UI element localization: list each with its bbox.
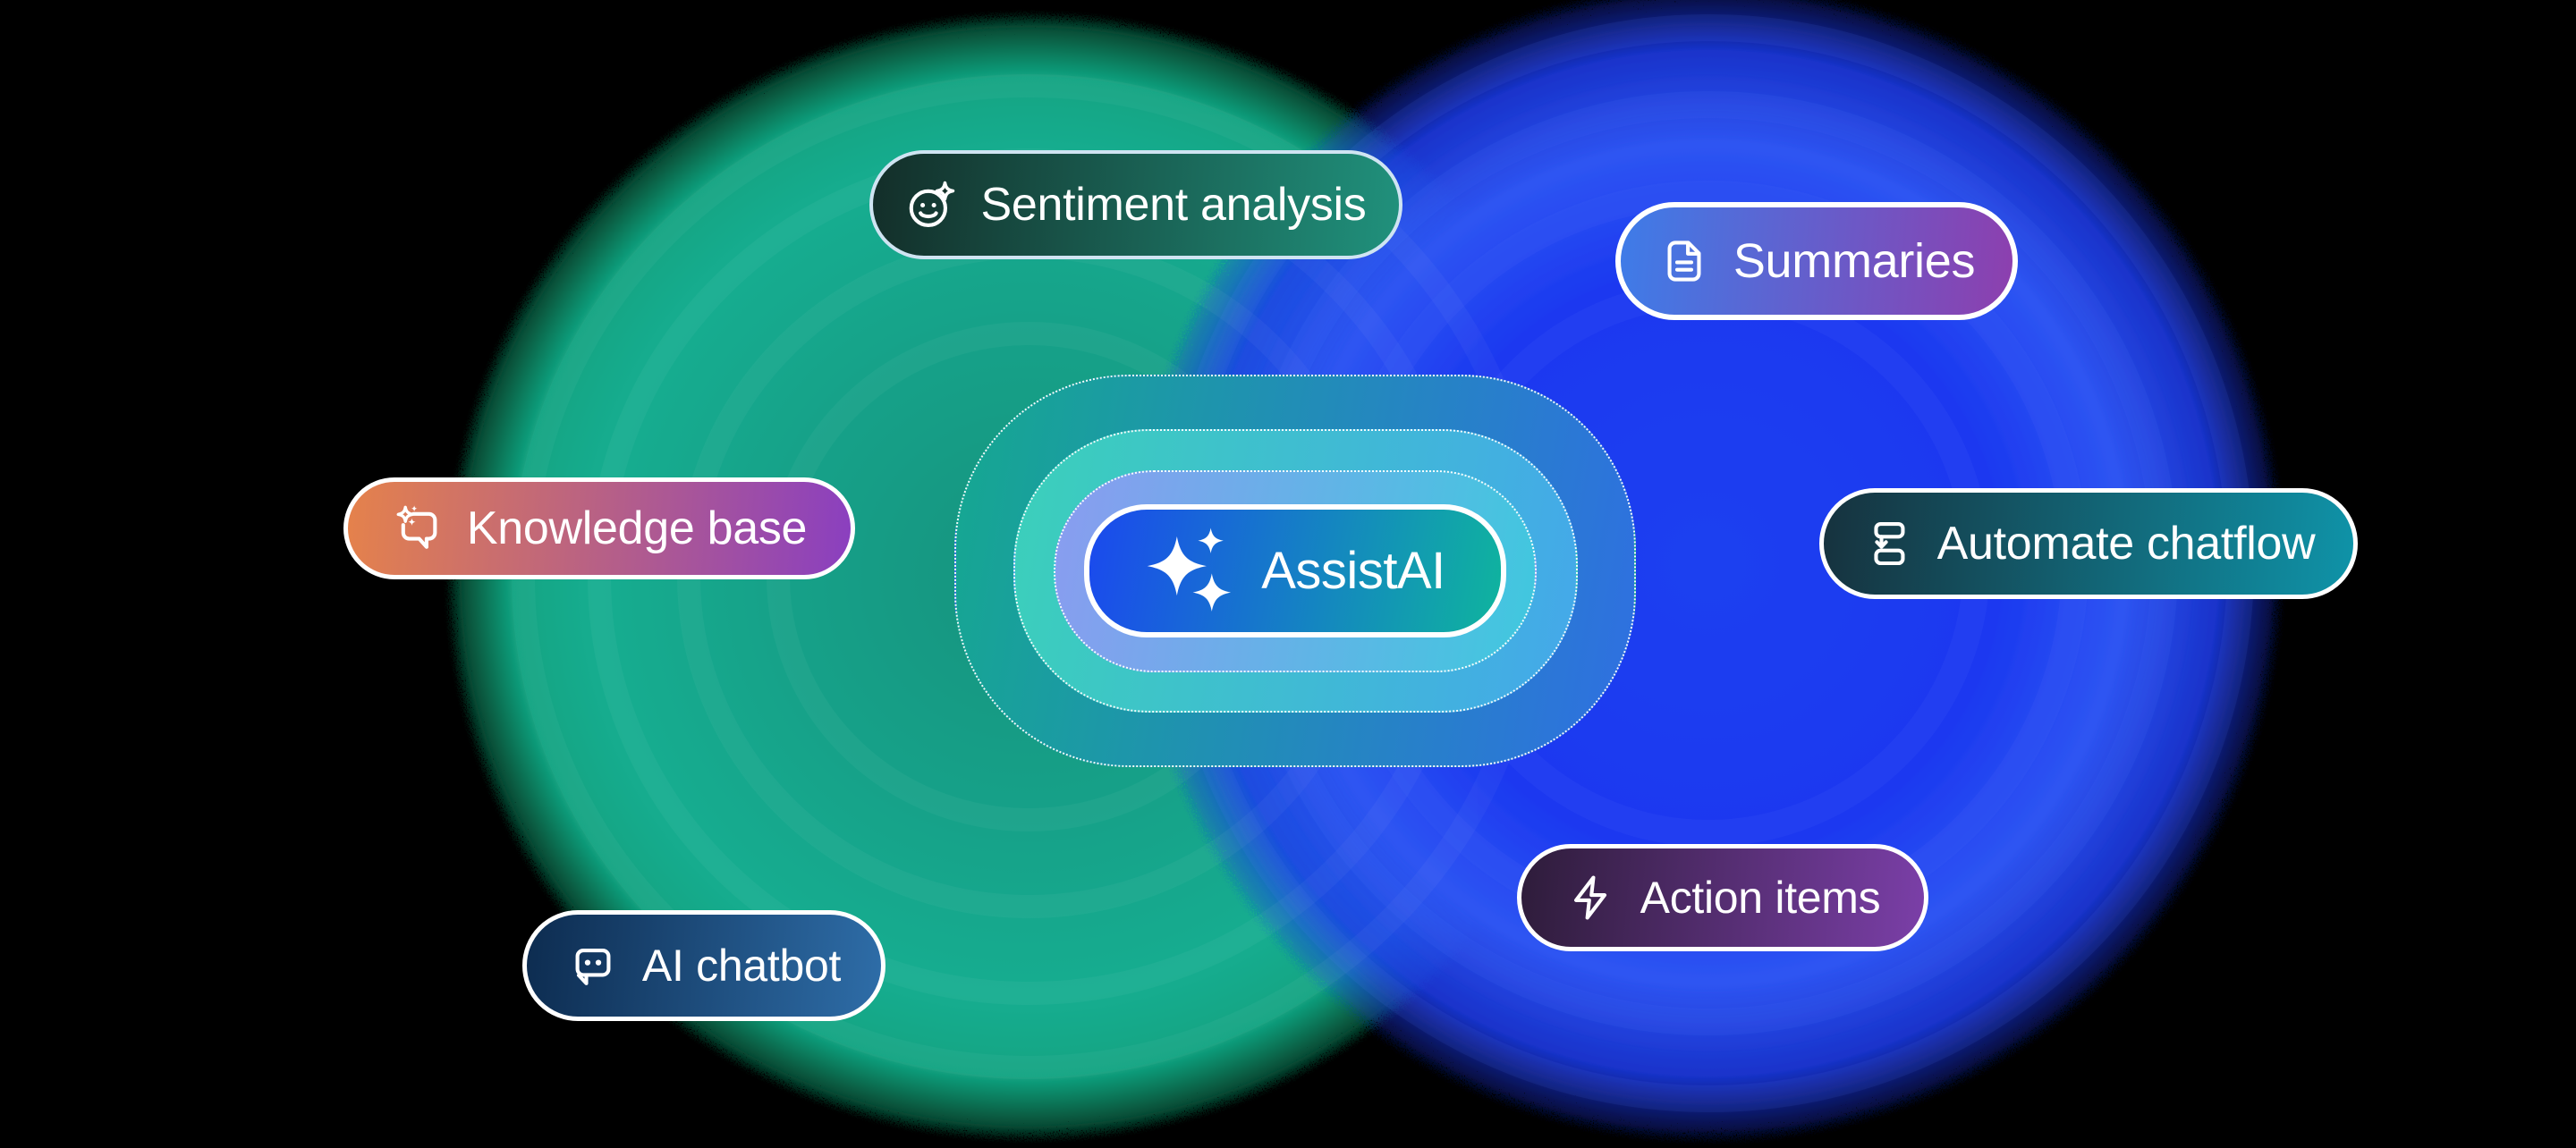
assistai-label: AssistAI	[1261, 542, 1445, 600]
document-icon	[1667, 241, 1701, 282]
chatbot-icon	[575, 949, 611, 985]
smiley-sparkle-icon	[910, 181, 955, 228]
ring-middle: AssistAI	[1013, 429, 1578, 713]
feature-label: Summaries	[1733, 234, 1976, 288]
ring-outer: AssistAI	[954, 375, 1636, 767]
feature-label: Action items	[1640, 873, 1881, 923]
feature-pill-sentiment-analysis[interactable]: Sentiment analysis	[869, 150, 1402, 259]
feature-label: Automate chatflow	[1936, 518, 2316, 570]
feature-label: Knowledge base	[466, 502, 808, 554]
feature-pill-ai-chatbot[interactable]: AI chatbot	[522, 910, 886, 1021]
feature-pill-knowledge-base[interactable]: Knowledge base	[343, 477, 855, 579]
feature-label: Sentiment analysis	[980, 179, 1367, 231]
assistai-badge[interactable]: AssistAI	[1084, 504, 1506, 637]
feature-pill-automate-chatflow[interactable]: Automate chatflow	[1819, 488, 2358, 599]
lightning-icon	[1573, 875, 1606, 920]
sparkles-icon	[1147, 528, 1232, 612]
feature-label: AI chatbot	[641, 941, 842, 991]
ring-inner: AssistAI	[1054, 469, 1537, 672]
chat-sparkle-icon	[396, 505, 437, 549]
chatflow-icon	[1874, 521, 1905, 566]
feature-pill-action-items[interactable]: Action items	[1517, 844, 1928, 951]
feature-pill-summaries[interactable]: Summaries	[1615, 202, 2018, 320]
